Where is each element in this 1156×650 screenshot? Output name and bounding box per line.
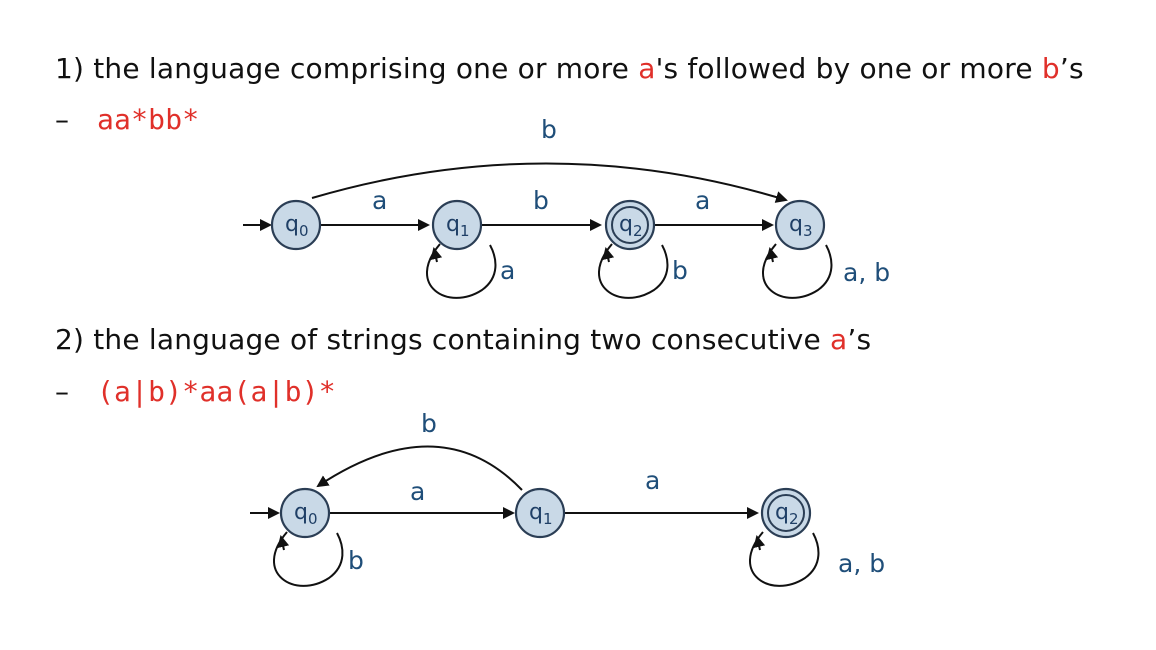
state-q2-label: q2 [619, 212, 643, 240]
label-q1-q2: b [533, 186, 549, 215]
label-q2-q3: a [695, 186, 710, 215]
loop-q3 [762, 243, 833, 299]
label-loop-q2: b [672, 256, 688, 285]
state-q1: q1 [431, 199, 483, 251]
section2-regex: (a|b)*aa(a|b)* [97, 375, 336, 408]
label-loop-q1: a [500, 256, 515, 285]
label-q1-q2: a [645, 466, 660, 495]
state-q0: q0 [270, 199, 322, 251]
state-q2-accepting: q2 [760, 487, 812, 539]
symbol-a: a [830, 323, 848, 356]
loop-q2 [598, 243, 669, 299]
section2-title: 2) the language of strings containing tw… [55, 323, 872, 356]
edge-q1-q0 [316, 445, 523, 491]
state-q1-label: q1 [529, 500, 553, 528]
loop-q0 [273, 531, 344, 587]
loop-q2 [749, 531, 820, 587]
loop-q1 [426, 243, 497, 299]
state-q1: q1 [514, 487, 566, 539]
state-q0-label: q0 [294, 500, 318, 528]
automaton-1: q0 q1 q2 q3 a b a b a b a, b [243, 115, 890, 299]
section1-regex: aa*bb* [97, 103, 200, 136]
state-q2-accepting: q2 [604, 199, 656, 251]
section2-regex-line: –(a|b)*aa(a|b)* [55, 375, 336, 408]
label-q0-q1: a [410, 477, 425, 506]
edge-q0-q3 [311, 162, 788, 203]
symbol-a: a [638, 52, 656, 85]
state-q0-label: q0 [285, 212, 309, 240]
state-q3-label: q3 [789, 212, 813, 240]
state-q2-label: q2 [775, 500, 799, 528]
state-q3: q3 [774, 199, 826, 251]
section1-title: 1) the language comprising one or more a… [55, 52, 1084, 85]
label-q0-q1: a [372, 186, 387, 215]
automaton-2: q0 q1 q2 a b a b a, b [250, 409, 885, 587]
symbol-b: b [1041, 52, 1060, 85]
label-q0-q3: b [541, 115, 557, 144]
state-q0: q0 [279, 487, 331, 539]
state-q1-label: q1 [446, 212, 470, 240]
label-q1-q0: b [421, 409, 437, 438]
label-loop-q0: b [348, 546, 364, 575]
label-loop-q3: a, b [843, 258, 890, 287]
section1-regex-line: –aa*bb* [55, 103, 200, 136]
label-loop-q2: a, b [838, 549, 885, 578]
